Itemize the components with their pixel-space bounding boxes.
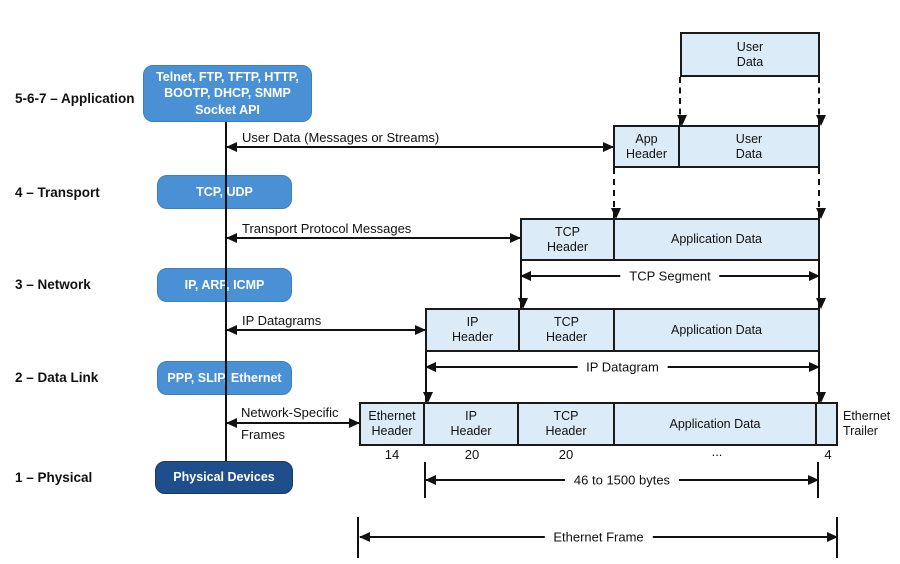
arrowhead-right-icon (809, 362, 820, 372)
arrowhead-right-icon (415, 325, 426, 335)
measure-label-ip-datagram: IP Datagram (577, 359, 668, 375)
protocol-box-transport: TCP, UDP (157, 175, 292, 209)
layer-label-transport: 4 – Transport (15, 185, 100, 200)
protocol-box-physical: Physical Devices (155, 461, 293, 494)
flow-label-user-data: User Data (Messages or Streams) (242, 130, 440, 145)
cell-tcp-header: TCP Header (520, 310, 615, 350)
arrowhead-down-icon (677, 115, 687, 126)
cell-user-data: User Data (735, 131, 763, 161)
flow-arrow-frames (226, 418, 360, 428)
protocol-box-network: IP, ARP, ICMP (157, 268, 292, 302)
packet-row-tcp-segment: TCP Header Application Data (520, 218, 820, 261)
solid-drop-arrow (423, 352, 433, 403)
arrowhead-left-icon (226, 418, 237, 428)
packet-row-app-message: App Header User Data (613, 125, 820, 168)
byte-count-ethernet-header: 14 (384, 447, 400, 462)
arrowhead-down-icon (816, 392, 826, 403)
arrowhead-right-icon (349, 418, 360, 428)
measure-tick (357, 517, 359, 558)
arrowhead-left-icon (226, 325, 237, 335)
cell-application-data: Application Data (670, 322, 763, 337)
byte-count-ethernet-trailer: 4 (824, 447, 832, 462)
packet-row-ethernet-frame: Ethernet Header IP Header TCP Header App… (359, 402, 838, 446)
flow-arrow-user-data (226, 142, 614, 152)
arrowhead-left-icon (226, 142, 237, 152)
arrowhead-right-icon (603, 142, 614, 152)
byte-count-application-data: ... (711, 444, 723, 459)
flow-arrow-ip-datagrams (226, 325, 426, 335)
arrowhead-left-icon (520, 271, 531, 281)
protocol-box-data-link: PPP, SLIP, Ethernet (157, 361, 292, 395)
byte-count-ip-header: 20 (464, 447, 480, 462)
flow-label-frames-line1: Network-Specific (241, 405, 339, 420)
arrowhead-down-icon (611, 208, 621, 219)
flow-label-transport: Transport Protocol Messages (242, 221, 412, 236)
packet-row-ip-datagram: IP Header TCP Header Application Data (425, 308, 820, 352)
dashed-drop-arrow (816, 168, 826, 219)
cell-tcp-header: TCP Header (519, 404, 615, 444)
protocol-stack-spine-line (225, 122, 227, 461)
dashed-drop-arrow (816, 77, 826, 126)
solid-drop-arrow (518, 261, 528, 309)
layer-label-network: 3 – Network (15, 277, 91, 292)
measure-label-tcp-segment: TCP Segment (620, 268, 720, 284)
protocol-box-application: Telnet, FTP, TFTP, HTTP, BOOTP, DHCP, SN… (143, 65, 312, 122)
layer-label-application: 5-6-7 – Application (15, 91, 135, 106)
cell-ethernet-header: Ethernet Header (361, 404, 425, 444)
arrowhead-right-icon (808, 475, 819, 485)
cell-user-data: User Data (736, 39, 764, 69)
arrowhead-left-icon (226, 233, 237, 243)
measure-label-ethernet-frame: Ethernet Frame (544, 529, 653, 545)
cell-tcp-header: TCP Header (522, 220, 615, 259)
arrowhead-down-icon (816, 298, 826, 309)
measure-ip-datagram: IP Datagram (425, 359, 820, 375)
arrowhead-left-icon (359, 532, 370, 542)
dashed-drop-arrow (677, 77, 687, 126)
arrowhead-down-icon (816, 208, 826, 219)
flow-arrow-transport (226, 233, 521, 243)
packet-row-user-data: User Data (680, 32, 820, 77)
cell-application-data: Application Data (670, 232, 763, 247)
arrowhead-down-icon (423, 392, 433, 403)
cell-app-header: App Header (615, 127, 680, 166)
dashed-drop-arrow (611, 168, 621, 219)
solid-drop-arrow (816, 261, 826, 309)
measure-label-payload-size: 46 to 1500 bytes (564, 472, 680, 488)
flow-label-ip-datagrams: IP Datagrams (242, 313, 322, 328)
layer-label-data-link: 2 – Data Link (15, 370, 99, 385)
measure-tcp-segment: TCP Segment (520, 268, 820, 284)
arrowhead-right-icon (510, 233, 521, 243)
arrowhead-right-icon (827, 532, 838, 542)
cell-ethernet-trailer (817, 404, 836, 444)
arrowhead-left-icon (425, 362, 436, 372)
byte-count-tcp-header: 20 (558, 447, 574, 462)
cell-ip-header: IP Header (427, 310, 520, 350)
cell-ip-header: IP Header (425, 404, 519, 444)
arrowhead-down-icon (518, 298, 528, 309)
label-ethernet-trailer: Ethernet Trailer (843, 409, 891, 438)
flow-label-frames-line2: Frames (241, 427, 286, 442)
measure-ethernet-frame: Ethernet Frame (359, 529, 838, 545)
arrowhead-right-icon (809, 271, 820, 281)
measure-payload-size: 46 to 1500 bytes (425, 472, 819, 488)
solid-drop-arrow (816, 352, 826, 403)
arrowhead-down-icon (816, 115, 826, 126)
cell-application-data: Application Data (615, 404, 817, 444)
arrowhead-left-icon (425, 475, 436, 485)
layer-label-physical: 1 – Physical (15, 470, 93, 485)
